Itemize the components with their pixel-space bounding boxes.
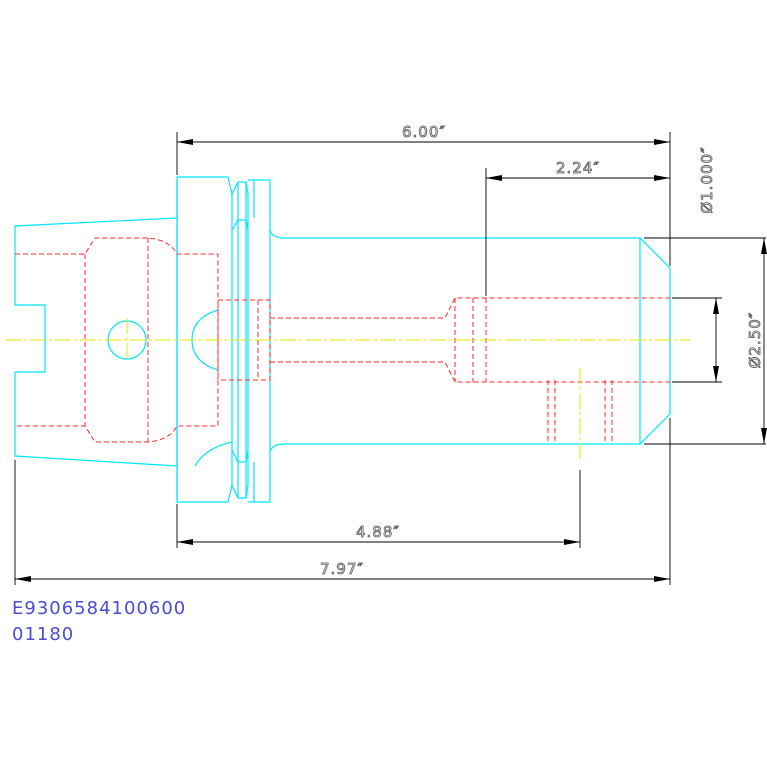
taper-cavity <box>15 237 219 443</box>
flange-collar <box>248 179 271 503</box>
coolant-passage <box>270 297 670 383</box>
dim-label-4-88: 4.88″ <box>356 523 400 541</box>
arrowhead <box>177 139 193 145</box>
taper-cavity-inner <box>84 238 149 442</box>
centerlines <box>5 318 690 462</box>
dim-label-dia-1-000: Ø1.000″ <box>698 146 716 213</box>
item-number: 01180 <box>12 624 75 645</box>
arrowhead <box>713 298 719 314</box>
set-screw-hole <box>547 380 613 444</box>
extension-body <box>269 229 671 453</box>
dim-label-dia-2-50: Ø2.50″ <box>746 312 764 369</box>
catalog-number: E9306584100600 <box>12 598 187 619</box>
arrowhead <box>564 539 580 545</box>
dim-label-2-24: 2.24″ <box>556 159 600 177</box>
drive-key-bottom-slot <box>231 449 249 463</box>
dimension-lines <box>14 132 767 585</box>
arrowhead <box>177 539 193 545</box>
hidden-lines <box>15 237 670 444</box>
dimension-labels: 6.00″ 2.24″ 4.88″ 7.97″ Ø1.000″ Ø2.50″ <box>320 123 765 579</box>
arrowhead <box>486 175 502 181</box>
extension-lines <box>14 132 766 585</box>
dim-label-6-00: 6.00″ <box>402 123 446 141</box>
flange-groove <box>231 181 249 499</box>
drive-key-bottom <box>194 441 233 467</box>
arrowhead <box>761 238 767 254</box>
arrowhead <box>15 576 31 582</box>
arrowhead <box>654 175 670 181</box>
arrowhead <box>654 576 670 582</box>
taper-shank-outline <box>14 217 178 467</box>
dim-label-7-97: 7.97″ <box>320 560 364 578</box>
arrowhead <box>713 366 719 382</box>
drive-key-top-slot <box>231 219 249 231</box>
arrowhead <box>761 428 767 444</box>
arrowhead <box>654 139 670 145</box>
